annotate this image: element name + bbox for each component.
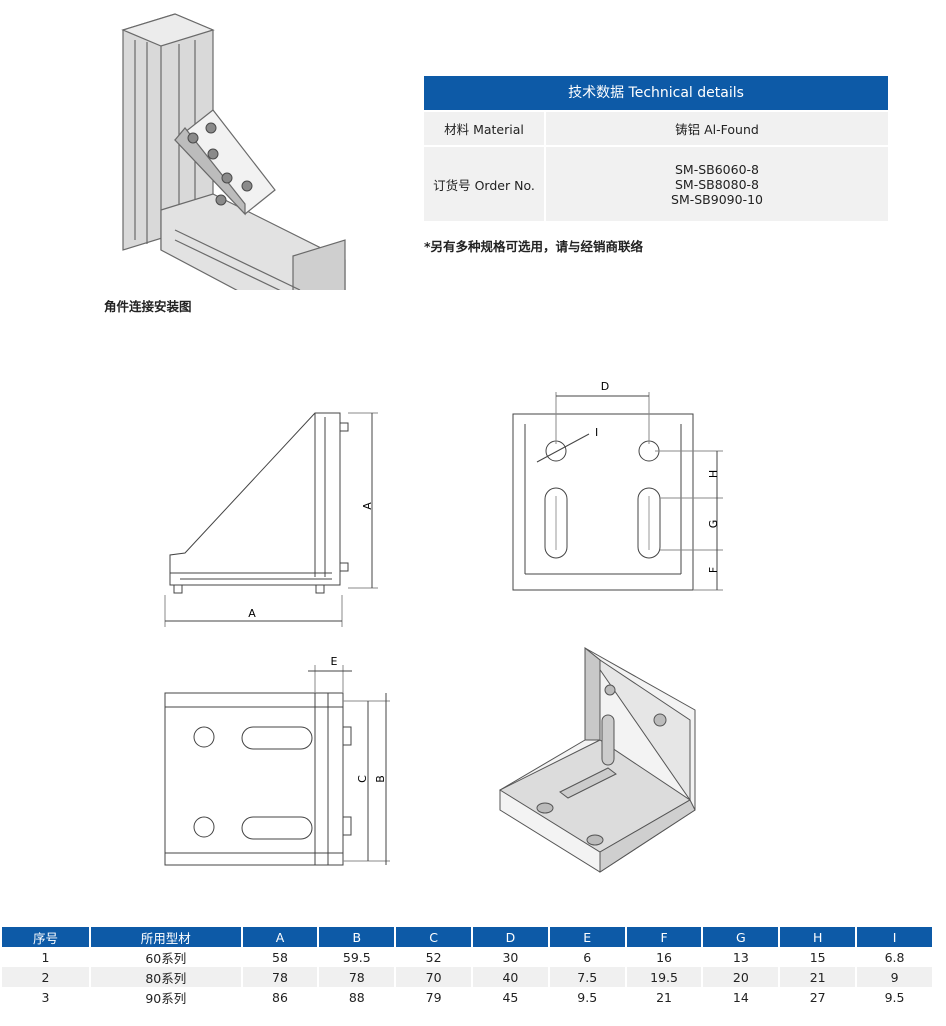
table-cell: 9 bbox=[857, 967, 932, 987]
col-header: F bbox=[626, 927, 702, 947]
table-cell: 20 bbox=[703, 967, 779, 987]
technical-details-header: 技术数据 Technical details bbox=[424, 76, 888, 110]
table-cell: 21 bbox=[780, 967, 856, 987]
dim-label-b: B bbox=[374, 775, 387, 783]
dim-label-a-horizontal: A bbox=[248, 607, 256, 620]
col-header: 所用型材 bbox=[90, 927, 241, 947]
order-value: SM-SB9090-10 bbox=[671, 191, 763, 207]
dim-label-a-vertical: A bbox=[361, 502, 374, 510]
dim-label-i: I bbox=[595, 426, 598, 439]
table-cell: 59.5 bbox=[319, 947, 395, 967]
front-view-drawing: D I H G F bbox=[512, 380, 723, 591]
isometric-view-drawing bbox=[498, 646, 696, 873]
table-cell: 2 bbox=[2, 967, 89, 987]
table-row: 3 90系列 86 88 79 45 9.5 21 14 27 9.5 bbox=[2, 987, 932, 1007]
table-cell: 9.5 bbox=[549, 987, 625, 1007]
table-cell: 3 bbox=[2, 987, 89, 1007]
dim-label-e: E bbox=[331, 655, 338, 668]
order-label: 订货号 Order No. bbox=[433, 177, 535, 193]
col-header: A bbox=[242, 927, 318, 947]
table-row: 1 60系列 58 59.5 52 30 6 16 13 15 6.8 bbox=[2, 947, 932, 967]
table-cell: 86 bbox=[242, 987, 318, 1007]
technical-details-table: 技术数据 Technical details 材料 Material 铸铝 Al… bbox=[424, 76, 888, 221]
col-header: D bbox=[473, 927, 548, 947]
table-cell: 58 bbox=[242, 947, 318, 967]
table-cell: 7.5 bbox=[549, 967, 625, 987]
table-cell: 13 bbox=[703, 947, 779, 967]
col-header: B bbox=[319, 927, 395, 947]
dim-label-d: D bbox=[601, 380, 609, 393]
dim-label-h: H bbox=[707, 470, 720, 478]
side-view-drawing: A A bbox=[164, 412, 378, 627]
dim-label-c: C bbox=[356, 775, 369, 783]
installation-caption: 角件连接安装图 bbox=[104, 299, 192, 314]
table-cell: 90系列 bbox=[90, 987, 241, 1007]
table-cell: 21 bbox=[626, 987, 702, 1007]
table-cell: 6.8 bbox=[857, 947, 932, 967]
table-cell: 40 bbox=[473, 967, 548, 987]
table-cell: 9.5 bbox=[857, 987, 932, 1007]
table-cell: 1 bbox=[2, 947, 89, 967]
table-cell: 14 bbox=[703, 987, 779, 1007]
material-row: 材料 Material 铸铝 Al-Found bbox=[424, 112, 888, 145]
col-header: H bbox=[780, 927, 856, 947]
table-cell: 52 bbox=[396, 947, 472, 967]
top-view-drawing: E C B bbox=[164, 655, 390, 866]
table-cell: 78 bbox=[242, 967, 318, 987]
table-cell: 79 bbox=[396, 987, 472, 1007]
table-cell: 88 bbox=[319, 987, 395, 1007]
order-value: SM-SB8080-8 bbox=[674, 176, 759, 192]
order-row: 订货号 Order No. SM-SB6060-8 SM-SB8080-8 SM… bbox=[424, 147, 888, 221]
table-cell: 30 bbox=[473, 947, 548, 967]
col-header: C bbox=[396, 927, 472, 947]
dim-label-f: F bbox=[707, 567, 720, 573]
availability-note: *另有多种规格可选用，请与经销商联络 bbox=[424, 239, 644, 254]
order-value: SM-SB6060-8 bbox=[674, 161, 759, 177]
table-cell: 6 bbox=[549, 947, 625, 967]
col-header: E bbox=[549, 927, 625, 947]
col-header: 序号 bbox=[2, 927, 89, 947]
table-cell: 70 bbox=[396, 967, 472, 987]
table-cell: 15 bbox=[780, 947, 856, 967]
material-value: 铸铝 Al-Found bbox=[675, 122, 759, 137]
table-cell: 78 bbox=[319, 967, 395, 987]
order-values: SM-SB6060-8 SM-SB8080-8 SM-SB9090-10 bbox=[546, 147, 888, 221]
table-row: 2 80系列 78 78 70 40 7.5 19.5 20 21 9 bbox=[2, 967, 932, 987]
col-header: I bbox=[857, 927, 932, 947]
material-label: 材料 Material bbox=[444, 122, 524, 137]
dim-label-g: G bbox=[707, 520, 720, 529]
table-cell: 60系列 bbox=[90, 947, 241, 967]
spec-header-row: 序号 所用型材 A B C D E F G H I bbox=[2, 927, 932, 947]
table-cell: 80系列 bbox=[90, 967, 241, 987]
col-header: G bbox=[703, 927, 779, 947]
table-cell: 45 bbox=[473, 987, 548, 1007]
table-cell: 27 bbox=[780, 987, 856, 1007]
specification-table: 序号 所用型材 A B C D E F G H I 1 60系列 58 59.5… bbox=[0, 927, 934, 1007]
table-cell: 19.5 bbox=[626, 967, 702, 987]
table-cell: 16 bbox=[626, 947, 702, 967]
installation-illustration bbox=[121, 13, 346, 290]
